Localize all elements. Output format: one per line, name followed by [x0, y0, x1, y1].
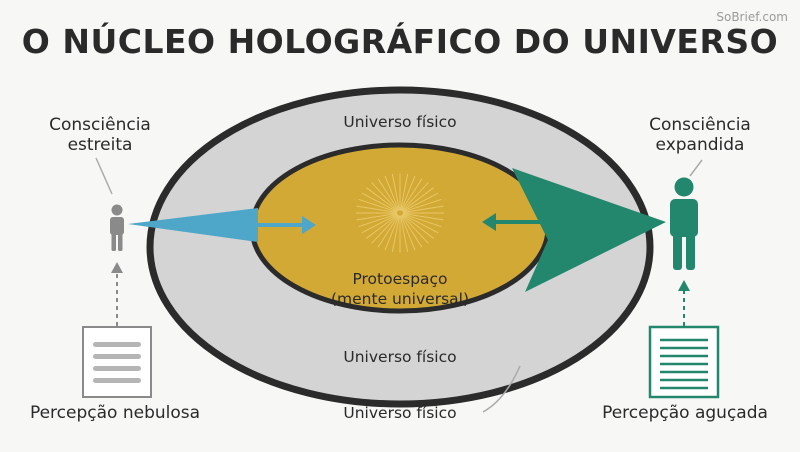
outer-ring-bottom-label: Universo físico: [343, 348, 457, 366]
starburst-ray: [365, 214, 399, 239]
outer-ring-top-label: Universo físico: [343, 113, 457, 131]
starburst-ray: [358, 213, 398, 228]
starburst-ray: [401, 214, 435, 239]
starburst-ray: [401, 187, 435, 212]
person-narrow-icon: [110, 204, 124, 251]
starburst-ray: [361, 213, 398, 234]
person-expanded-icon: [670, 177, 698, 270]
starburst-ray: [400, 215, 416, 251]
leader-line-left: [95, 157, 113, 195]
starburst-ray: [377, 215, 399, 248]
blue-beam: [128, 208, 258, 242]
starburst-ray: [402, 205, 444, 214]
starburst-ray: [402, 192, 439, 213]
starburst-ray: [377, 178, 399, 211]
right-consciousness-line1: Consciência: [649, 115, 751, 135]
document-blurry-icon: [82, 326, 152, 398]
starburst-ray: [371, 182, 399, 212]
starburst-ray: [400, 173, 409, 211]
page-title: O NÚCLEO HOLOGRÁFICO DO UNIVERSO: [21, 22, 779, 61]
starburst-ray: [391, 173, 400, 211]
right-perception-label: Percepção aguçada: [602, 403, 768, 423]
starburst-icon: [356, 173, 444, 253]
document-sharp-icon: [648, 325, 720, 399]
right-consciousness-line2: expandida: [655, 135, 745, 155]
left-consciousness-line2: estreita: [67, 135, 133, 155]
teal-arrow-head-icon: [482, 213, 496, 231]
starburst-ray: [401, 215, 423, 248]
core-label-line2: (mente universal): [330, 290, 469, 308]
starburst-ray: [402, 198, 442, 213]
starburst-ray: [358, 198, 398, 213]
starburst-ray: [402, 213, 442, 228]
core-label-line1: Protoespaço: [352, 270, 448, 288]
starburst-ray: [356, 212, 398, 221]
starburst-ray: [401, 214, 429, 244]
bottom-callout-label: Universo físico: [343, 404, 457, 422]
left-perception-label: Percepção nebulosa: [29, 403, 201, 423]
starburst-ray: [401, 178, 423, 211]
starburst-ray: [391, 215, 400, 253]
starburst-ray: [384, 175, 400, 211]
starburst-ray: [400, 175, 416, 211]
dashed-arrow-right-head-icon: [678, 280, 690, 291]
starburst-ray: [400, 215, 409, 253]
starburst-ray: [402, 212, 444, 221]
dashed-arrow-left-head-icon: [111, 262, 123, 273]
leader-line-right: [689, 159, 703, 177]
leader-line-bottom: [482, 365, 521, 413]
left-consciousness-line1: Consciência: [49, 115, 151, 135]
starburst-ray: [401, 182, 429, 212]
starburst-ray: [384, 215, 400, 251]
starburst-ray: [402, 213, 439, 234]
teal-beam: [512, 168, 666, 292]
watermark: SoBrief.com: [716, 10, 788, 24]
starburst-ray: [356, 205, 398, 214]
starburst-ray: [371, 214, 399, 244]
starburst-ray: [365, 187, 399, 212]
blue-arrow-head-icon: [302, 216, 316, 234]
starburst-ray: [361, 192, 398, 213]
